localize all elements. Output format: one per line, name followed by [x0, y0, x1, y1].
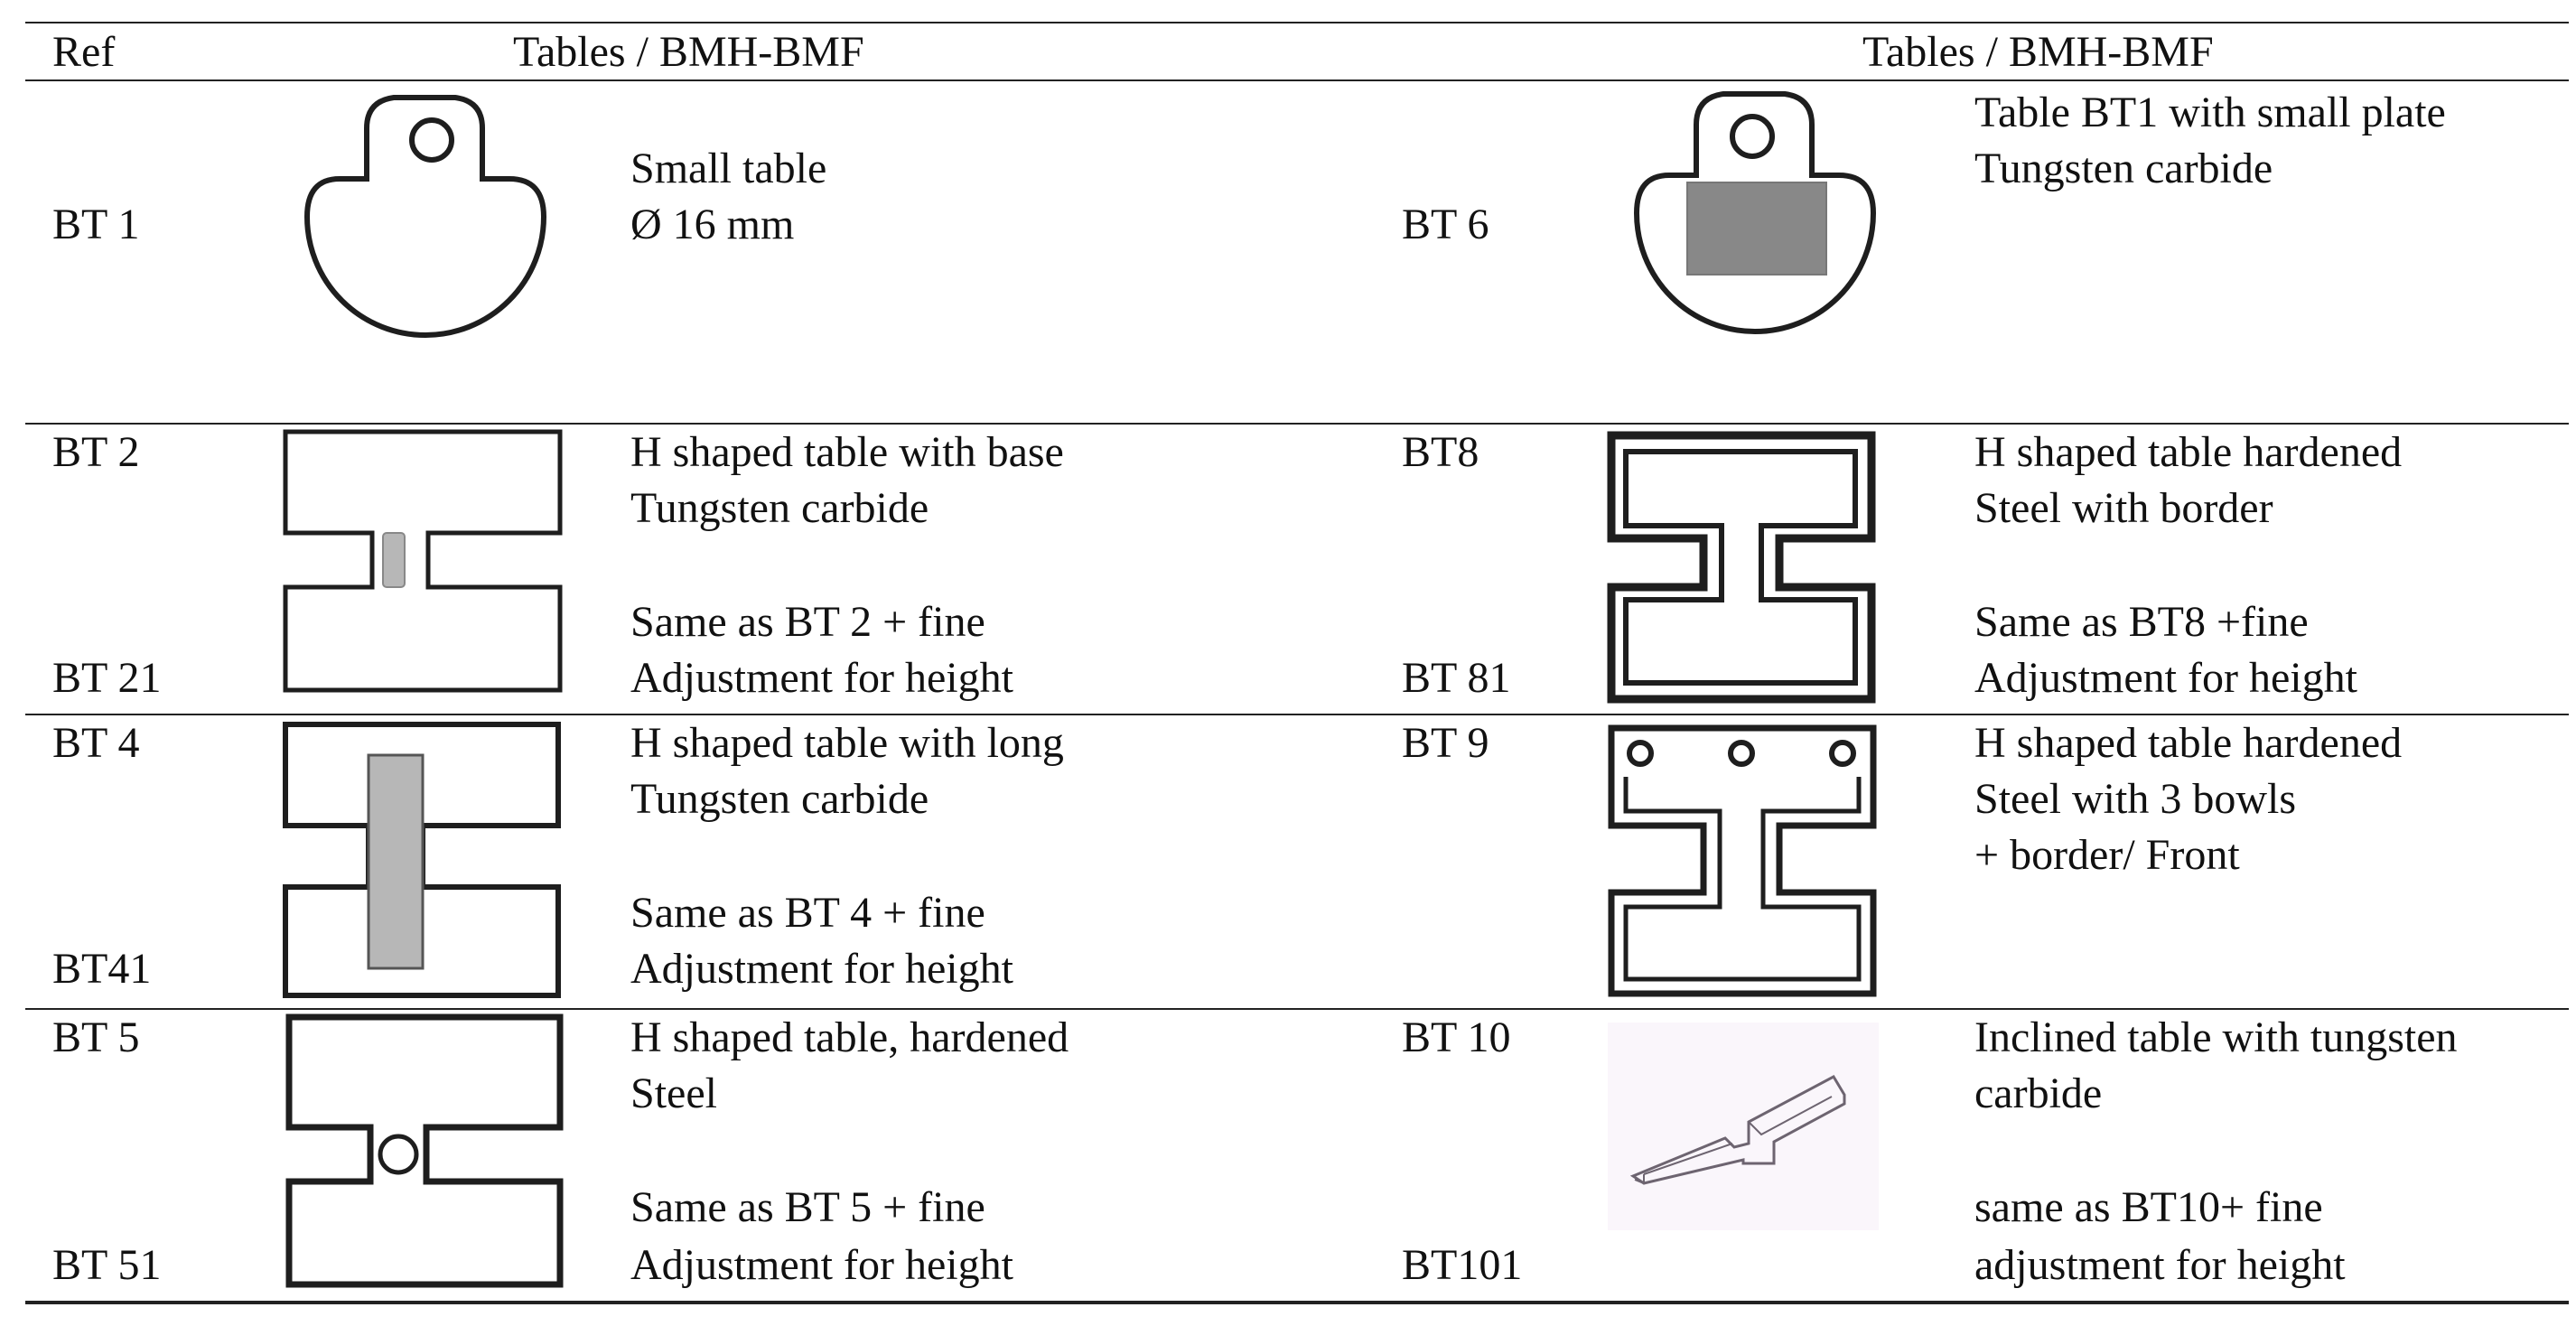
bottom-rule [25, 1301, 2569, 1304]
header-ref: Ref [52, 28, 116, 76]
desc-line: Table BT1 with small plate [1974, 89, 2446, 136]
round-table-icon [303, 95, 547, 338]
desc-line: Adjustment for height [630, 654, 1013, 702]
desc-line: Steel with border [1974, 484, 2273, 532]
desc-line: H shaped table with long [630, 719, 1064, 767]
desc-line: H shaped table hardened [1974, 428, 2403, 476]
h-table-long-insert-icon [283, 722, 561, 998]
header-rule [25, 79, 2569, 81]
ref-bottom: BT 81 [1402, 654, 1511, 702]
desc-line: Tungsten carbide [630, 484, 929, 532]
ref-top: BT8 [1402, 428, 1479, 476]
ref-bottom: BT41 [52, 945, 152, 993]
row-rule-2 [25, 714, 2569, 715]
h-table-border-icon [1607, 431, 1876, 704]
row-rule-3 [25, 1008, 2569, 1010]
desc-line: Ø 16 mm [630, 201, 795, 248]
desc-line: Tungsten carbide [630, 775, 929, 823]
desc-line: H shaped table with base [630, 428, 1064, 476]
ref-top: BT 5 [52, 1013, 140, 1061]
desc-line: same as BT10+ fine [1974, 1183, 2323, 1231]
h-table-hole-icon [285, 1013, 564, 1288]
ref-bottom: BT 21 [52, 654, 162, 702]
ref-bottom: BT 51 [52, 1241, 162, 1289]
desc-line: Adjustment for height [630, 945, 1013, 993]
h-table-small-insert-icon [283, 429, 563, 693]
desc-line: H shaped table hardened [1974, 719, 2403, 767]
desc-line: Same as BT8 +fine [1974, 598, 2309, 646]
ref-top: BT 4 [52, 719, 140, 767]
h-table-three-bowls-icon [1608, 724, 1877, 997]
desc-line: Same as BT 5 + fine [630, 1183, 985, 1231]
desc-line: Same as BT 4 + fine [630, 889, 985, 937]
row-rule-1 [25, 423, 2569, 425]
desc-line: carbide [1974, 1069, 2103, 1117]
ref-top: BT 10 [1402, 1013, 1511, 1061]
ref-top: BT 1 [52, 201, 140, 248]
header-right-title: Tables / BMH-BMF [1862, 28, 2214, 76]
desc-line: Steel [630, 1069, 717, 1117]
ref-top: BT 2 [52, 428, 140, 476]
ref-top: BT 9 [1402, 719, 1489, 767]
desc-line: Steel with 3 bowls [1974, 775, 2296, 823]
round-table-with-plate-icon [1633, 91, 1877, 334]
top-rule [25, 22, 2569, 23]
desc-line: Adjustment for height [630, 1241, 1013, 1289]
desc-line: adjustment for height [1974, 1241, 2346, 1289]
desc-line: Small table [630, 145, 827, 192]
desc-line: Adjustment for height [1974, 654, 2357, 702]
desc-line: + border/ Front [1974, 831, 2240, 879]
header-left-title: Tables / BMH-BMF [513, 28, 864, 76]
desc-line: Same as BT 2 + fine [630, 598, 985, 646]
ref-bottom: BT101 [1402, 1241, 1523, 1289]
ref-top: BT 6 [1402, 201, 1489, 248]
inclined-table-icon [1608, 1023, 1879, 1230]
desc-line: Inclined table with tungsten [1974, 1013, 2458, 1061]
desc-line: H shaped table, hardened [630, 1013, 1069, 1061]
desc-line: Tungsten carbide [1974, 145, 2273, 192]
